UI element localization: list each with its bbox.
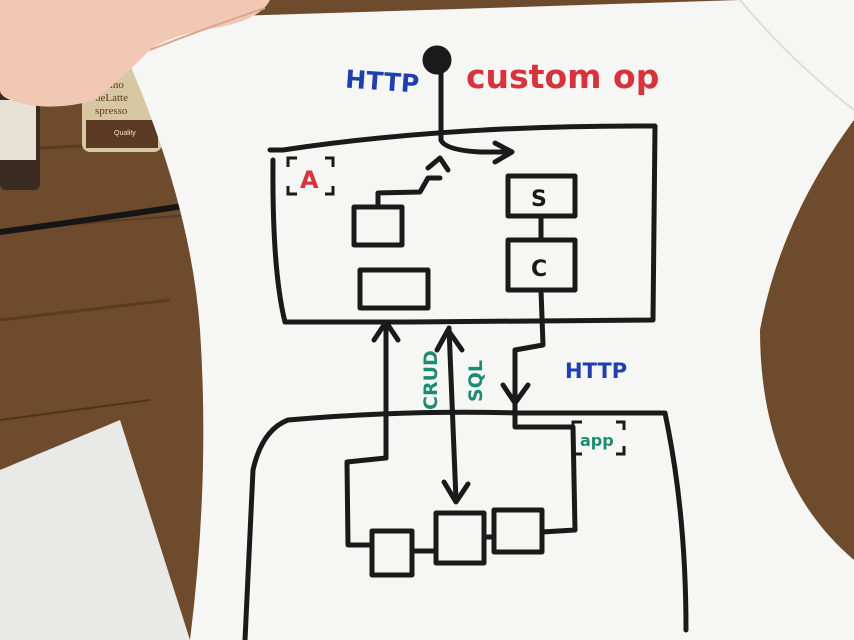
cable xyxy=(0,202,191,235)
box-left-bottom xyxy=(357,267,431,311)
jar-label-line2: deLatte xyxy=(95,92,128,104)
crud-label: CRUD xyxy=(420,350,442,410)
sql-label: SQL xyxy=(465,360,487,402)
jar-label-line3: spresso xyxy=(95,105,128,117)
jar-label-line4: Quality xyxy=(114,130,136,137)
box-s-label: S xyxy=(531,187,547,212)
box-c-label: C xyxy=(531,257,547,282)
top-line xyxy=(438,57,508,155)
app-container xyxy=(242,409,689,640)
http-right-label: HTTP xyxy=(565,359,627,383)
app-brackets xyxy=(571,420,626,456)
arrow-up-small xyxy=(425,155,451,173)
background-sheet xyxy=(0,420,190,640)
app-label: app xyxy=(580,431,614,450)
arrow-to-s xyxy=(492,140,515,165)
a-brackets xyxy=(286,156,335,196)
box-a-label: A xyxy=(300,166,319,194)
diagram xyxy=(242,45,689,640)
endpoint-dot xyxy=(422,45,452,75)
arrow-down-mid xyxy=(441,479,471,505)
custom-op-label: custom op xyxy=(466,57,659,96)
arrow-up-mid xyxy=(434,327,465,353)
service-a-container xyxy=(267,123,658,325)
hand xyxy=(0,0,270,107)
arrow-up-left xyxy=(371,319,401,343)
http-top-label: HTTP xyxy=(344,65,420,99)
coffee-jar-left xyxy=(0,90,40,190)
